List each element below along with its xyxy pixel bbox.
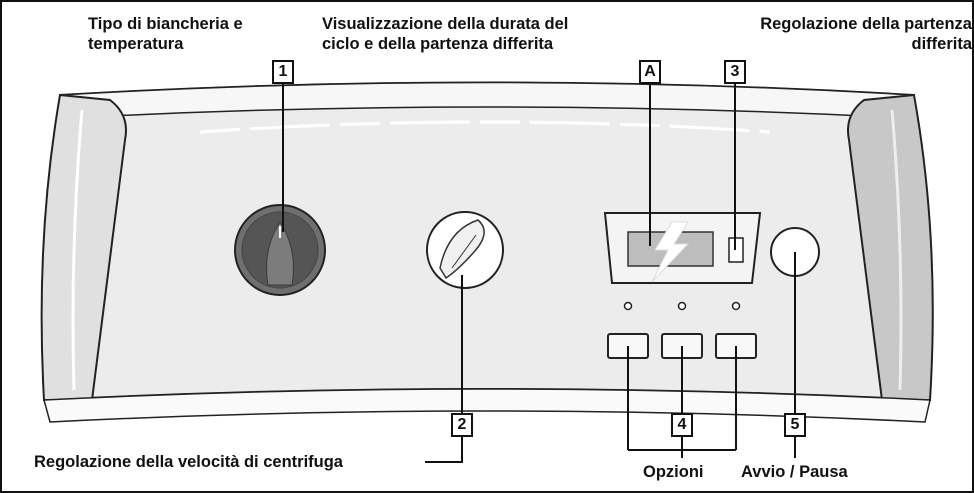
label-laundry-temperature-line2: temperatura (88, 35, 184, 53)
label-options: Opzioni (643, 463, 704, 481)
leader-lines (282, 80, 796, 463)
marker-4: 4 (671, 413, 693, 437)
label-delay-start-line2: differita (911, 35, 972, 53)
label-start-pause: Avvio / Pausa (741, 463, 848, 481)
program-knob-icon[interactable] (234, 204, 326, 296)
option-led-1 (623, 301, 633, 311)
spin-knob-icon[interactable] (426, 211, 504, 289)
panel-right-shoulder (847, 93, 934, 401)
option-led-2 (677, 301, 687, 311)
display-panel (603, 212, 762, 284)
marker-3: 3 (724, 60, 746, 84)
panel-left-shoulder (40, 93, 127, 401)
marker-2: 2 (451, 413, 473, 437)
label-display-line1: Visualizzazione della durata del (322, 15, 569, 33)
label-spin-speed: Regolazione della velocità di centrifuga (34, 453, 343, 471)
label-laundry-temperature-line1: Tipo di biancheria e (88, 15, 243, 33)
option-led-3 (731, 301, 741, 311)
marker-a: A (639, 60, 661, 84)
label-delay-start-line1: Regolazione della partenza (760, 15, 972, 33)
marker-1: 1 (272, 60, 294, 84)
display-glare-icon (651, 221, 690, 283)
marker-5: 5 (784, 413, 806, 437)
label-display-line2: ciclo e della partenza differita (322, 35, 554, 53)
